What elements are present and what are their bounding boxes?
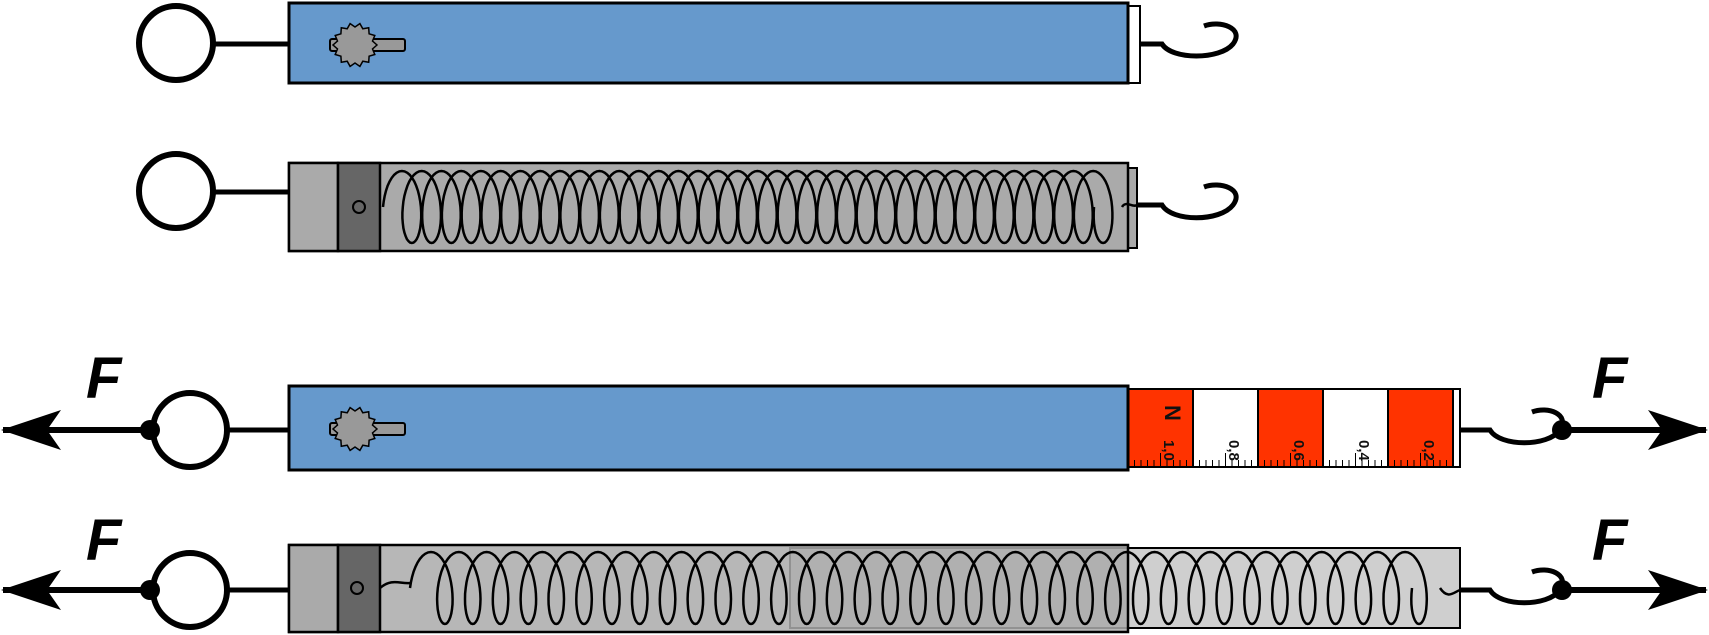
balance-closed-loaded: F N 1,0 0,8 0,6 0,4 0,2 F bbox=[1, 346, 1708, 472]
balance-closed-unloaded bbox=[136, 1, 1239, 85]
attach-dot bbox=[140, 420, 160, 440]
slider-block bbox=[336, 161, 382, 253]
force-label-right: F bbox=[1592, 346, 1629, 411]
force-label-left: F bbox=[86, 508, 123, 573]
ring-handle bbox=[150, 390, 230, 470]
pivot-pin bbox=[352, 200, 366, 214]
ring-handle bbox=[136, 3, 216, 83]
scale-unit-label: N bbox=[1160, 405, 1185, 421]
adjustment-knob bbox=[329, 406, 406, 452]
coil-spring bbox=[408, 550, 1429, 626]
spring-connector bbox=[1120, 202, 1138, 208]
adjustment-knob bbox=[329, 22, 406, 68]
ring-handle bbox=[136, 151, 216, 231]
scale-label-0-4: 0,4 bbox=[1355, 440, 1372, 462]
hook bbox=[1460, 567, 1565, 606]
attach-dot bbox=[140, 580, 160, 600]
end-block bbox=[287, 543, 340, 634]
scale-strip: N 1,0 0,8 0,6 0,4 0,2 bbox=[1127, 388, 1461, 468]
scale-label-0-6: 0,6 bbox=[1290, 440, 1307, 461]
hook bbox=[1140, 21, 1239, 59]
scale-rod-end bbox=[1127, 5, 1141, 84]
force-label-left: F bbox=[86, 346, 123, 411]
ring-handle bbox=[150, 550, 230, 630]
blue-casing bbox=[287, 384, 1130, 472]
hook bbox=[1137, 182, 1239, 221]
scale-label-0-8: 0,8 bbox=[1225, 440, 1242, 461]
balance-cutaway-unloaded bbox=[136, 151, 1239, 253]
scale-label-0-2: 0,2 bbox=[1420, 440, 1437, 461]
balance-cutaway-loaded: F F bbox=[1, 508, 1708, 634]
slider-block bbox=[336, 543, 382, 634]
spring-connector bbox=[1438, 587, 1461, 596]
pivot-pin bbox=[350, 581, 364, 595]
spring-connector bbox=[379, 580, 411, 589]
scale-label-1-0: 1,0 bbox=[1160, 440, 1177, 461]
coil-spring bbox=[381, 169, 1114, 245]
hook bbox=[1460, 407, 1565, 446]
blue-casing bbox=[287, 1, 1130, 85]
end-block bbox=[287, 161, 340, 253]
force-label-right: F bbox=[1592, 508, 1629, 573]
outer-tube bbox=[287, 543, 1130, 634]
